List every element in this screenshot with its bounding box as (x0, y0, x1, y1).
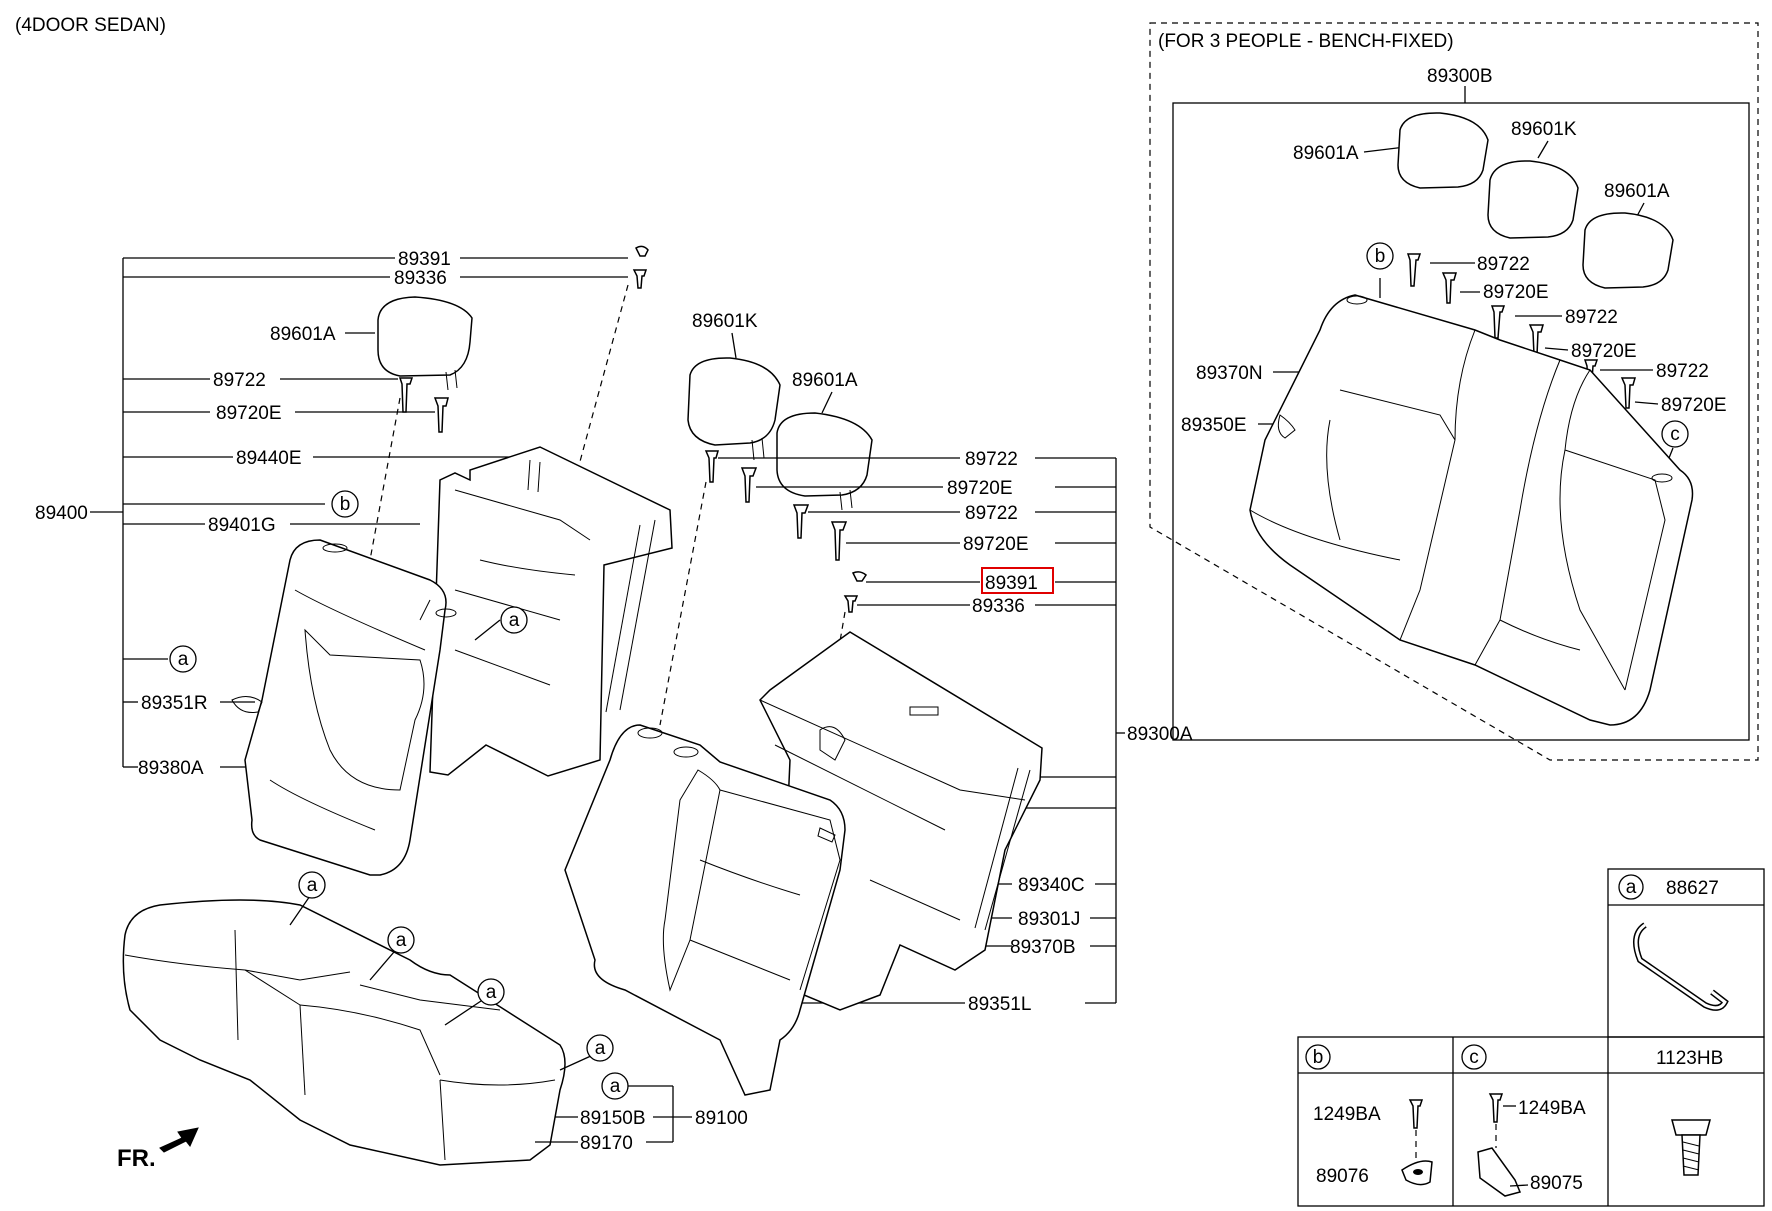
label-89336-top: 89336 (394, 268, 447, 289)
label-89370N: 89370N (1196, 363, 1263, 384)
leader-89601K-mid (731, 332, 737, 359)
svg-text:a: a (396, 930, 407, 951)
leader-lines-left (90, 257, 629, 768)
label-1249BA-b: 1249BA (1313, 1104, 1381, 1125)
label-89601A-left: 89601A (270, 324, 336, 345)
label-89401G: 89401G (208, 515, 276, 536)
svg-text:b: b (340, 494, 351, 515)
screw-icon (1401, 1099, 1433, 1186)
label-89075: 89075 (1530, 1173, 1583, 1194)
label-89340C: 89340C (1018, 875, 1085, 896)
seat-cushion-callouts: a a a a a (289, 871, 629, 1100)
bracket-icon (1477, 1093, 1529, 1197)
leader-89601A-mid (821, 391, 833, 414)
inset-headrests-drawing (1397, 112, 1674, 409)
inset-outline (1149, 22, 1759, 761)
svg-text:b: b (1313, 1047, 1324, 1068)
inset-bench-drawing (1249, 294, 1694, 726)
label-89722-inset2: 89722 (1565, 307, 1618, 328)
seatback-left-drawing (231, 539, 457, 876)
svg-text:a: a (610, 1076, 621, 1097)
label-89720E-r2: 89720E (963, 534, 1029, 555)
svg-text:a: a (595, 1038, 606, 1059)
label-88627: 88627 (1666, 878, 1719, 899)
callout-a-left: a (169, 645, 197, 673)
label-89722-r2: 89722 (965, 503, 1018, 524)
table-callout-b: b (1305, 1044, 1331, 1070)
seatback-frame-right-drawing (759, 631, 1043, 1011)
label-89351L: 89351L (968, 994, 1031, 1015)
parts-table-grid (1297, 868, 1765, 1207)
label-89350E: 89350E (1181, 415, 1247, 436)
front-arrow-icon (159, 1127, 199, 1153)
label-89440E: 89440E (236, 448, 302, 469)
label-1249BA-c: 1249BA (1518, 1098, 1586, 1119)
label-1123HB: 1123HB (1656, 1048, 1723, 1069)
headrest-left-drawing (377, 296, 473, 391)
label-89391-highlighted: 89391 (985, 573, 1038, 594)
label-89722-inset1: 89722 (1477, 254, 1530, 275)
leader-lines-cushion (535, 1085, 674, 1143)
label-89601K-inset: 89601K (1511, 119, 1577, 140)
variant-label: (4DOOR SEDAN) (15, 15, 166, 36)
label-89351R: 89351R (141, 693, 208, 714)
bolt-icon (704, 450, 867, 613)
label-89722-inset3: 89722 (1656, 361, 1709, 382)
svg-text:c: c (1670, 424, 1680, 445)
label-89722-left: 89722 (213, 370, 266, 391)
label-89720E-inset1: 89720E (1483, 282, 1549, 303)
seat-cushion-drawing (122, 899, 566, 1166)
label-89720E-inset2: 89720E (1571, 341, 1637, 362)
svg-text:b: b (1375, 246, 1386, 267)
label-89300B: 89300B (1427, 66, 1493, 87)
bolt-icon (1671, 1119, 1711, 1176)
callout-b-left: b (331, 490, 359, 518)
label-89370B: 89370B (1010, 937, 1076, 958)
label-89601A-inset2: 89601A (1604, 181, 1670, 202)
label-89601A-inset1: 89601A (1293, 143, 1359, 164)
label-89076: 89076 (1316, 1166, 1369, 1187)
svg-text:a: a (178, 649, 189, 670)
label-89100: 89100 (695, 1108, 748, 1129)
label-89400: 89400 (35, 503, 88, 524)
callout-a-frame-left: a (474, 606, 528, 641)
callout-c-inset: c (1661, 420, 1689, 448)
callout-b-inset: b (1366, 242, 1394, 270)
label-89720E-left: 89720E (216, 403, 282, 424)
label-89720E-inset3: 89720E (1661, 395, 1727, 416)
label-89601A-mid: 89601A (792, 370, 858, 391)
label-89391-top: 89391 (398, 249, 451, 270)
inset-title: (FOR 3 PEOPLE - BENCH-FIXED) (1158, 31, 1454, 52)
svg-text:a: a (1626, 877, 1637, 898)
label-89336-right: 89336 (972, 596, 1025, 617)
label-89380A: 89380A (138, 758, 204, 779)
label-89720E-r1: 89720E (947, 478, 1013, 499)
label-89722-r1: 89722 (965, 449, 1018, 470)
svg-text:a: a (509, 610, 520, 631)
label-89601K-mid: 89601K (692, 311, 758, 332)
seatback-right-drawing (564, 724, 846, 1096)
table-callout-a: a (1618, 874, 1644, 900)
label-89301J: 89301J (1018, 909, 1080, 930)
front-label: FR. (117, 1145, 156, 1172)
label-89150B: 89150B (580, 1108, 646, 1129)
seatback-frame-left-drawing (429, 446, 673, 777)
clip-icon-inner (1634, 923, 1727, 1010)
headrest-mid-right-drawing (776, 412, 873, 511)
highlight-box-89391 (981, 567, 1054, 594)
svg-text:a: a (307, 875, 318, 896)
svg-text:c: c (1469, 1047, 1479, 1068)
table-callout-c: c (1461, 1044, 1487, 1070)
headrest-mid-left-drawing (687, 357, 781, 461)
clip-icon (398, 245, 649, 433)
label-89300A: 89300A (1127, 724, 1193, 745)
svg-text:a: a (486, 982, 497, 1003)
label-89170: 89170 (580, 1133, 633, 1154)
